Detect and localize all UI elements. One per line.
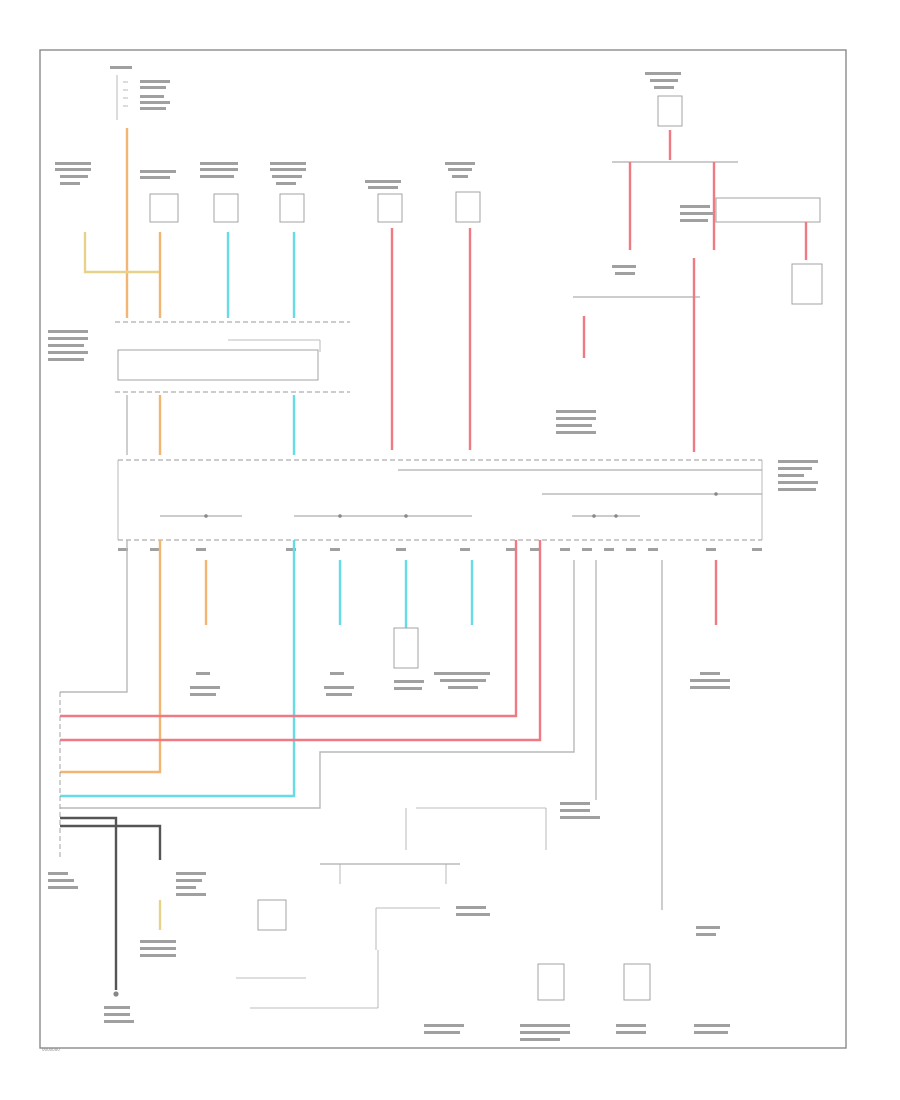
pin6-component <box>393 627 419 669</box>
left-connector-column <box>48 692 78 889</box>
junction-connector-upper <box>48 321 350 393</box>
footer-code: 0000000 <box>42 1047 60 1052</box>
ground-point <box>113 991 119 997</box>
ignition-fuse-source <box>110 66 170 120</box>
lower-left-labels <box>104 872 206 1023</box>
wire-grey-left <box>60 540 128 693</box>
wire-yellow-branch <box>83 232 160 274</box>
top-left-modules <box>55 162 481 223</box>
wire-black-ground <box>60 816 118 990</box>
wire-cyan-lower <box>60 540 296 798</box>
wire-orange-lower <box>60 540 162 774</box>
pin-labels <box>118 548 762 551</box>
tr-sensor-box <box>791 263 823 305</box>
lower-module-labels <box>190 672 730 696</box>
wire-red-lower-2 <box>60 540 542 742</box>
diagram-frame <box>39 49 847 1049</box>
wire-grey-mid <box>60 560 575 809</box>
relay-tr <box>612 197 821 275</box>
main-control-unit <box>117 410 818 541</box>
top-right-module <box>645 72 683 127</box>
bottom-center-modules <box>236 802 730 1041</box>
wire-red-lower-1 <box>60 540 518 718</box>
wire-black-to-relay <box>60 824 162 860</box>
